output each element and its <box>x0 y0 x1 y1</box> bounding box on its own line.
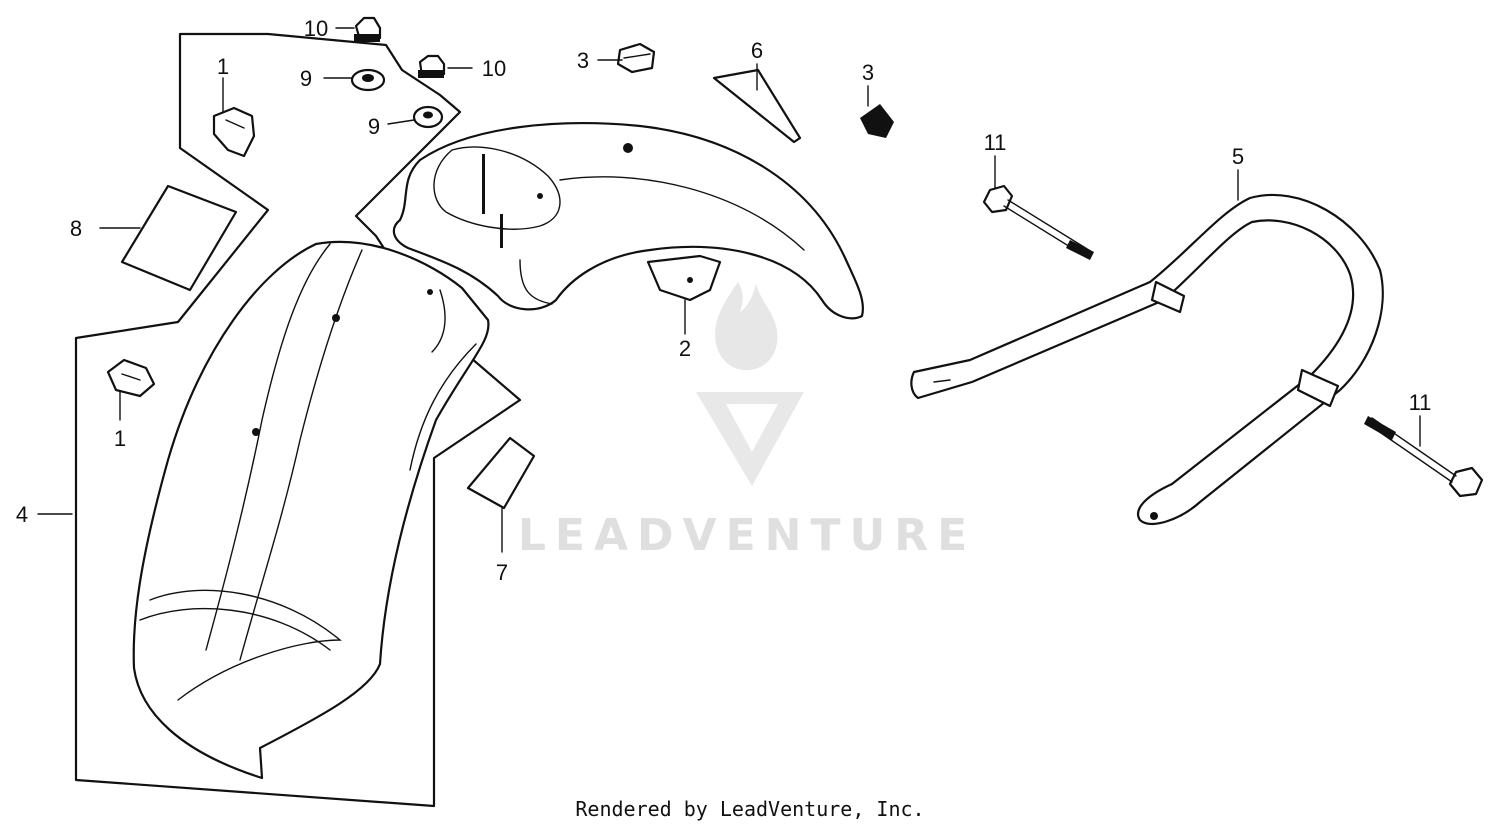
grommet-1 <box>616 42 656 74</box>
callout-2: 2 <box>679 336 691 361</box>
washer-1 <box>350 68 386 92</box>
assembly-outline <box>74 32 522 808</box>
callout-3-left: 3 <box>577 48 589 73</box>
cap-nut-1 <box>354 16 382 42</box>
washer-2 <box>412 105 444 129</box>
label-8 <box>120 184 238 292</box>
callout-9-upper: 9 <box>300 66 312 91</box>
grommet-2 <box>860 104 894 138</box>
flange-bolt-lower <box>1364 416 1484 498</box>
render-credit: Rendered by LeadVenture, Inc. <box>575 797 924 821</box>
callout-7: 7 <box>496 560 508 585</box>
callout-3-right: 3 <box>862 60 874 85</box>
callout-10-upper: 10 <box>304 16 328 41</box>
callout-5: 5 <box>1232 144 1244 169</box>
nut-left <box>106 358 156 398</box>
watermark-text: LEADVENTURE <box>518 510 976 561</box>
callout-1-left: 1 <box>114 426 126 451</box>
cap-nut-2 <box>418 54 446 78</box>
flange-bolt-upper <box>982 184 1094 260</box>
label-6 <box>712 68 802 144</box>
nut-top-left <box>212 106 256 158</box>
label-7 <box>466 436 536 510</box>
callout-8: 8 <box>70 216 82 241</box>
callout-6: 6 <box>751 38 763 63</box>
callout-10-right: 10 <box>482 56 506 81</box>
callout-4: 4 <box>16 502 28 527</box>
front-fender <box>392 122 864 320</box>
callout-11-upper: 11 <box>984 130 1007 155</box>
callout-1-top: 1 <box>217 54 229 79</box>
leader-lines <box>37 27 1421 553</box>
fender-stay <box>910 193 1384 525</box>
callout-9-lower: 9 <box>368 114 380 139</box>
leadventure-watermark: LEADVENTURE <box>518 282 976 561</box>
rear-fender <box>132 240 490 780</box>
callout-11-lower: 11 <box>1409 390 1432 415</box>
